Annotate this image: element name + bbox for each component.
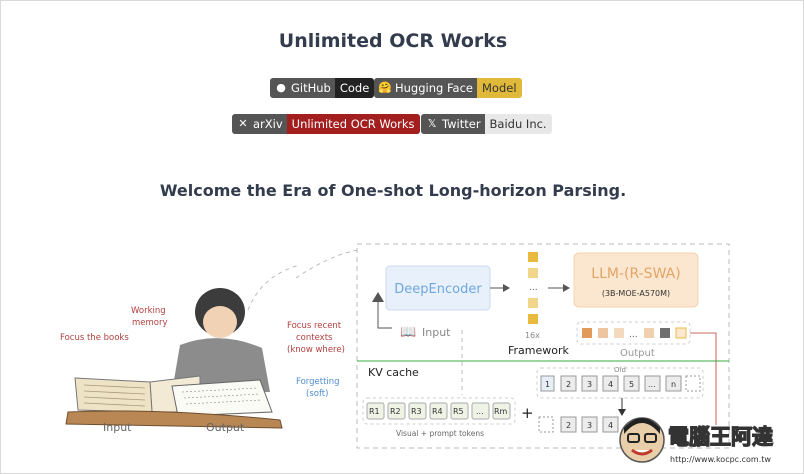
r-token: ... [476, 407, 484, 416]
llm-box [573, 252, 699, 308]
working-memory-label-2: memory [132, 318, 168, 328]
kv-cache-label: KV cache [368, 366, 419, 379]
r-token: R1 [369, 407, 380, 416]
svg-text:4: 4 [608, 421, 613, 430]
r-token: R3 [411, 407, 422, 416]
boy-illustration [65, 249, 359, 429]
sequence-top: 1 2 3 4 5 ... n [540, 375, 701, 392]
svg-text:2: 2 [566, 380, 571, 389]
sequence-bottom: 2 3 4 [560, 416, 619, 433]
deep-encoder-label: DeepEncoder [394, 282, 482, 297]
svg-text:1: 1 [545, 380, 550, 389]
output-tokens: ... [582, 327, 687, 340]
arxiv-paper-badge[interactable]: ✕ arXiv Unlimited OCR Works [232, 114, 420, 134]
huggingface-model-badge[interactable]: 🤗Hugging Face Model [374, 78, 522, 98]
svg-text:...: ... [629, 330, 638, 340]
svg-text:n: n [671, 380, 676, 389]
working-memory-label-1: Working [131, 306, 166, 316]
svg-text:...: ... [648, 380, 656, 389]
visual-prompt-label: Visual + prompt tokens [396, 429, 484, 438]
badge-github-label: GitHub [291, 81, 331, 95]
badge-paper-label: Unlimited OCR Works [286, 114, 420, 134]
github-icon: ● [276, 81, 286, 94]
r-token: R2 [390, 407, 401, 416]
badge-hf-label: Hugging Face [395, 81, 473, 95]
watermark-url: http://www.kocpc.com.tw [670, 455, 771, 464]
token-column: ... [528, 252, 538, 324]
old-label: Old [614, 366, 626, 374]
input-label: Input [422, 326, 451, 339]
focus-recent-label-2: contexts [296, 333, 333, 343]
left-output-label: Output [206, 421, 245, 434]
svg-text:5: 5 [629, 380, 634, 389]
watermark-text: 電腦王阿達 [668, 425, 773, 449]
forgetting-label-1: Forgetting [296, 377, 340, 387]
forgetting-annotation: Forgetting (soft) [296, 377, 340, 399]
badge-arxiv-label: arXiv [253, 117, 283, 131]
r-token: R5 [453, 407, 464, 416]
badge-model-label: Model [476, 78, 522, 98]
forgetting-label-2: (soft) [306, 389, 328, 399]
arxiv-icon: ✕ [238, 117, 248, 130]
watermark-graphic: 電腦王阿達 http://www.kocpc.com.tw [619, 417, 774, 464]
output-label: Output [620, 348, 655, 359]
focus-recent-label-1: Focus recent [287, 321, 342, 331]
svg-text:4: 4 [608, 380, 613, 389]
r-token: R4 [432, 407, 443, 416]
badge-twitter-label: Twitter [442, 117, 481, 131]
hugging-face-icon: 🤗 [378, 81, 392, 94]
badge-code-label: Code [334, 78, 375, 98]
llm-title: LLM-(R-SWA) [591, 266, 680, 282]
ratio-label: 16x [525, 331, 540, 340]
svg-text:2: 2 [566, 421, 571, 430]
page-title: Unlimited OCR Works [278, 30, 508, 52]
left-input-label: Input [103, 421, 132, 434]
svg-text:3: 3 [587, 380, 592, 389]
site-watermark: 電腦王阿達 http://www.kocpc.com.tw [610, 410, 800, 470]
book-icon: 📖 [400, 325, 416, 340]
r-tokens: R1 R2 R3 R4 R5 ... Rm [366, 402, 511, 420]
focus-books-label: Focus the books [60, 333, 129, 343]
left-annotations: Working memory Focus the books Focus rec… [60, 306, 345, 355]
github-code-badge[interactable]: ● GitHub Code [270, 78, 375, 98]
section-subtitle: Welcome the Era of One-shot Long-horizon… [159, 181, 627, 200]
svg-text:...: ... [529, 283, 538, 293]
badge-baidu-label: Baidu Inc. [484, 114, 552, 134]
framework-label: Framework [508, 344, 570, 357]
twitter-baidu-badge[interactable]: 𝕏 Twitter Baidu Inc. [421, 114, 552, 134]
focus-recent-label-3: (know where) [287, 345, 345, 355]
llm-subtitle: (3B-MOE-A570M) [602, 289, 670, 298]
plus-sign: + [521, 404, 534, 422]
svg-text:3: 3 [587, 421, 592, 430]
r-token: Rm [494, 407, 508, 416]
x-icon: 𝕏 [427, 117, 437, 130]
